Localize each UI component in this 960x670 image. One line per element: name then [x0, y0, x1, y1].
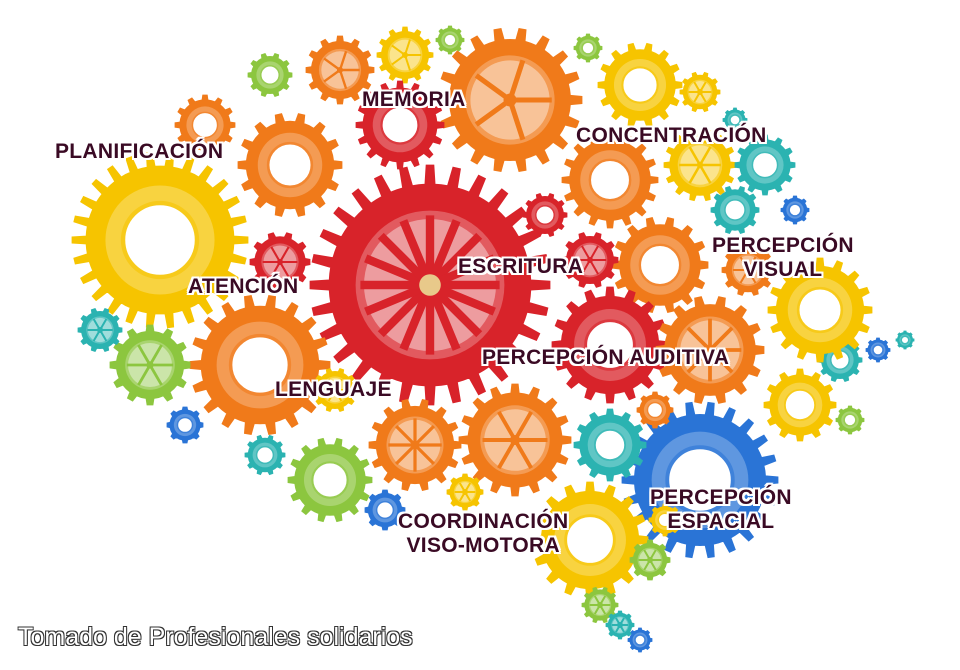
gear-yellow-14	[680, 73, 720, 112]
label-planificacion: PLANIFICACIÓN	[55, 140, 223, 164]
label-percepcion-espacial-line2: ESPACIAL	[650, 510, 792, 534]
gear-orange-33	[190, 296, 330, 435]
label-coordinacion-viso-motora: COORDINACIÓN VISO-MOTORA	[398, 510, 568, 558]
gear-green-7	[248, 54, 292, 97]
label-percepcion-auditiva: PERCEPCIÓN AUDITIVA	[482, 346, 729, 370]
label-escritura: ESCRITURA	[458, 255, 583, 279]
label-concentracion: CONCENTRACIÓN	[576, 124, 767, 148]
gear-yellow-31	[764, 369, 836, 441]
label-percepcion-visual-line1: PERCEPCIÓN	[712, 234, 854, 258]
gear-green-47	[630, 540, 670, 580]
label-percepcion-espacial-line1: PERCEPCIÓN	[650, 486, 792, 510]
gear-yellow-45	[447, 474, 483, 510]
gear-teal-50	[606, 611, 634, 639]
gear-yellow-13	[598, 44, 682, 127]
label-memoria: MEMORIA	[362, 88, 466, 112]
gear-green-43	[288, 439, 372, 522]
gear-teal-42	[245, 436, 285, 475]
gear-blue-36	[167, 407, 203, 443]
label-atencion: ATENCIÓN	[188, 275, 299, 299]
gear-yellow-9	[377, 27, 433, 83]
gear-green-10	[436, 26, 464, 54]
gear-blue-21	[781, 196, 809, 224]
gear-red-29	[552, 287, 668, 403]
label-coordinacion-line1: COORDINACIÓN	[398, 510, 568, 534]
label-lenguaje: LENGUAJE	[275, 378, 392, 402]
gear-orange-41	[637, 392, 673, 428]
gear-teal-20	[711, 187, 759, 234]
gear-blue-2	[866, 338, 890, 362]
gear-blue-49	[628, 628, 652, 652]
gear-red-22	[523, 194, 567, 237]
label-coordinacion-line2: VISO-MOTORA	[398, 534, 568, 558]
gear-green-12	[574, 34, 602, 62]
gear-green-34	[110, 325, 190, 405]
gear-orange-38	[369, 400, 461, 491]
gear-blue-0	[622, 402, 778, 557]
label-percepcion-espacial: PERCEPCIÓN ESPACIAL	[650, 486, 792, 534]
label-percepcion-visual: PERCEPCIÓN VISUAL	[712, 234, 854, 282]
image-credit: Tomado de Profesionales solidarios	[18, 623, 413, 652]
gear-teal-3	[896, 331, 914, 349]
gear-orange-5	[238, 114, 342, 217]
label-percepcion-visual-line2: VISUAL	[712, 258, 854, 282]
gear-yellow-4	[72, 152, 248, 327]
gear-green-32	[836, 406, 864, 434]
